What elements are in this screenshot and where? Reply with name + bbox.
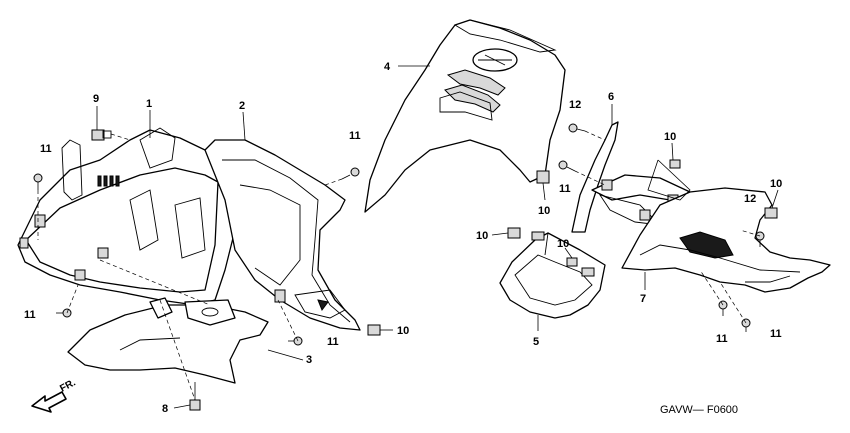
screw-12-a bbox=[568, 123, 586, 133]
part-2-inner-liner bbox=[204, 139, 361, 331]
part-3-front-fender bbox=[67, 297, 269, 384]
clip-10-b bbox=[536, 170, 550, 184]
screw-11-b bbox=[341, 167, 360, 180]
screw-11-f bbox=[718, 300, 728, 316]
screw-11-e bbox=[558, 160, 576, 172]
callout-2: 2 bbox=[239, 100, 245, 112]
callout-8: 8 bbox=[162, 403, 168, 415]
callouts: 9 1 2 11 11 11 10 11 3 8 4 12 6 10 11 10… bbox=[24, 61, 782, 415]
callout-11-e: 11 bbox=[559, 183, 571, 195]
callout-12-a: 12 bbox=[569, 99, 581, 111]
callout-11-d: 11 bbox=[327, 336, 339, 348]
callout-11-b: 11 bbox=[349, 130, 361, 142]
screw-11-g bbox=[741, 318, 751, 332]
callout-4: 4 bbox=[384, 61, 391, 73]
part-5-lower-cover bbox=[499, 231, 606, 319]
part-4-front-cover bbox=[364, 19, 566, 213]
clip-10-c bbox=[507, 227, 521, 239]
callout-11-f: 11 bbox=[716, 333, 728, 345]
clip-10-d bbox=[566, 257, 578, 267]
callout-10-e: 10 bbox=[664, 131, 676, 143]
callout-1: 1 bbox=[146, 98, 152, 110]
clip-10-f bbox=[764, 207, 778, 219]
callout-10-d: 10 bbox=[557, 238, 569, 250]
leader-lines bbox=[96, 65, 779, 409]
part-7-under-cover bbox=[621, 187, 831, 293]
clip-10-a bbox=[367, 324, 381, 336]
callout-11-a: 11 bbox=[40, 143, 52, 155]
callout-12-b: 12 bbox=[744, 193, 756, 205]
callout-7: 7 bbox=[640, 293, 646, 305]
callout-11-g: 11 bbox=[770, 328, 782, 340]
callout-9: 9 bbox=[93, 93, 99, 105]
callout-10-a: 10 bbox=[397, 325, 409, 337]
clip-10-e bbox=[669, 159, 681, 169]
direction-label: FR. bbox=[58, 377, 78, 394]
callout-10-f: 10 bbox=[770, 178, 782, 190]
screw-11-d bbox=[288, 336, 303, 346]
screw-11-a bbox=[33, 173, 43, 190]
screw-9 bbox=[91, 129, 112, 141]
front-direction-arrow: FR. bbox=[31, 377, 78, 413]
callout-10-c: 10 bbox=[476, 230, 488, 242]
screw-11-c bbox=[56, 308, 72, 318]
callout-5: 5 bbox=[533, 336, 539, 348]
callout-10-b: 10 bbox=[538, 205, 550, 217]
alignment-lines bbox=[37, 130, 761, 401]
callout-6: 6 bbox=[608, 91, 614, 103]
diagram-code: GAVW— F0600 bbox=[660, 404, 738, 416]
callout-11-c: 11 bbox=[24, 309, 36, 321]
bolt-8 bbox=[189, 382, 201, 411]
part-1-inner-fender bbox=[17, 127, 236, 306]
callout-3: 3 bbox=[306, 354, 312, 366]
